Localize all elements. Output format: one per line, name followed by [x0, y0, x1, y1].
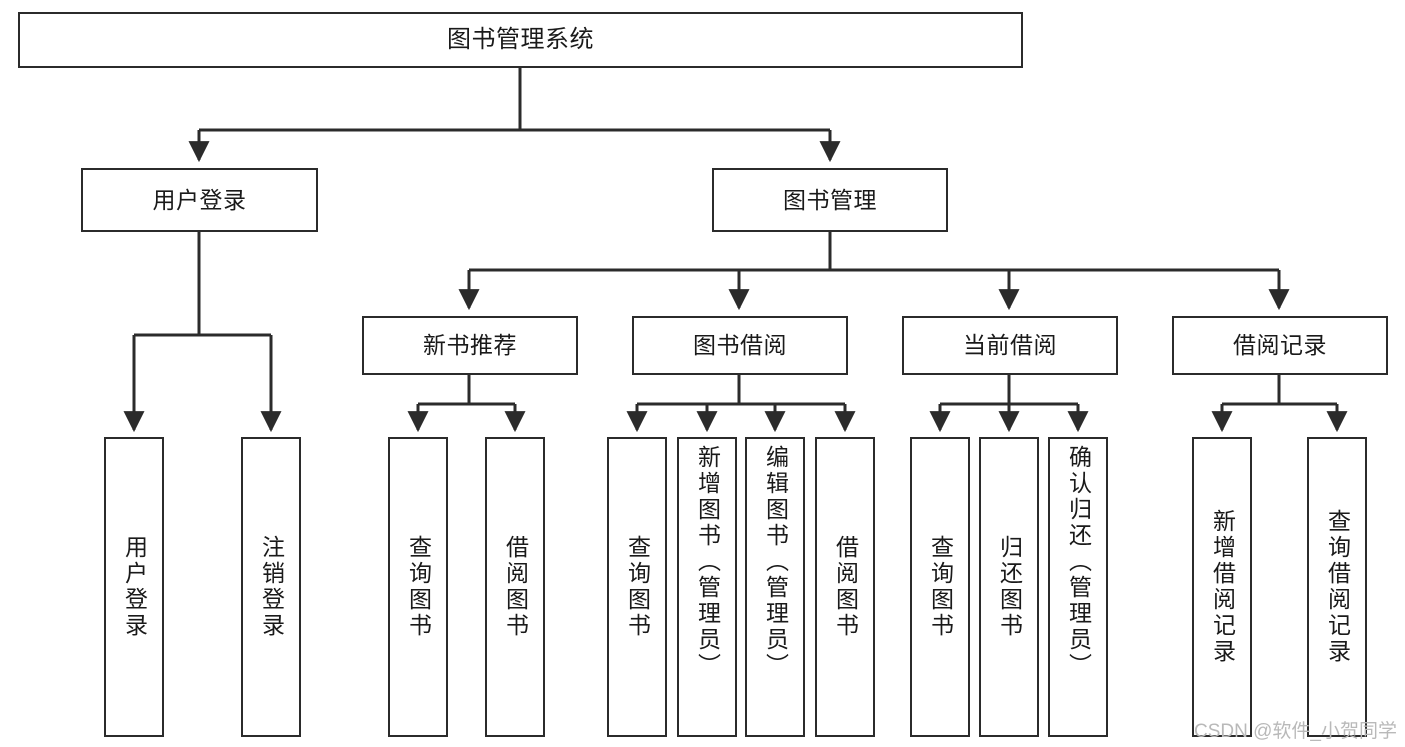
node-user-login-label: 用户登录 [152, 186, 247, 213]
leaf-current-borrow-query-label: 查询图书 [927, 535, 954, 639]
leaf-user-login-signin-label: 用户登录 [121, 535, 148, 639]
node-book-management[interactable]: 图书管理 [712, 168, 948, 232]
node-root-label: 图书管理系统 [447, 26, 594, 54]
node-current-borrow-label: 当前借阅 [963, 332, 1057, 359]
node-new-book-recommend-label: 新书推荐 [423, 332, 517, 359]
leaf-book-borrow-query-label: 查询图书 [624, 535, 651, 639]
leaf-book-borrow-add[interactable]: 新增图书（管理员） [677, 437, 737, 737]
leaf-book-borrow-add-label: 新增图书（管理员） [694, 445, 721, 679]
leaf-current-borrow-return[interactable]: 归还图书 [979, 437, 1039, 737]
leaf-borrow-record-add[interactable]: 新增借阅记录 [1192, 437, 1252, 737]
leaf-book-borrow-edit[interactable]: 编辑图书（管理员） [745, 437, 805, 737]
leaf-borrow-record-add-label: 新增借阅记录 [1209, 509, 1236, 665]
csdn-watermark: CSDN @软件_小贺同学 [1194, 721, 1397, 742]
leaf-borrow-record-query[interactable]: 查询借阅记录 [1307, 437, 1367, 737]
leaf-current-borrow-confirm[interactable]: 确认归还（管理员） [1048, 437, 1108, 737]
leaf-book-borrow-borrow-label: 借阅图书 [832, 535, 859, 639]
node-current-borrow[interactable]: 当前借阅 [902, 316, 1118, 375]
leaf-borrow-record-query-label: 查询借阅记录 [1324, 509, 1351, 665]
leaf-new-book-borrow[interactable]: 借阅图书 [485, 437, 545, 737]
leaf-new-book-query-label: 查询图书 [405, 535, 432, 639]
leaf-current-borrow-return-label: 归还图书 [996, 535, 1023, 639]
leaf-new-book-borrow-label: 借阅图书 [502, 535, 529, 639]
node-borrow-record-label: 借阅记录 [1233, 332, 1327, 359]
node-root[interactable]: 图书管理系统 [18, 12, 1023, 68]
node-new-book-recommend[interactable]: 新书推荐 [362, 316, 578, 375]
leaf-book-borrow-edit-label: 编辑图书（管理员） [762, 445, 789, 679]
leaf-book-borrow-borrow[interactable]: 借阅图书 [815, 437, 875, 737]
leaf-user-login-signin[interactable]: 用户登录 [104, 437, 164, 737]
node-book-borrow-label: 图书借阅 [693, 332, 787, 359]
node-user-login[interactable]: 用户登录 [81, 168, 318, 232]
leaf-user-login-signout[interactable]: 注销登录 [241, 437, 301, 737]
leaf-current-borrow-confirm-label: 确认归还（管理员） [1065, 445, 1092, 679]
leaf-book-borrow-query[interactable]: 查询图书 [607, 437, 667, 737]
leaf-new-book-query[interactable]: 查询图书 [388, 437, 448, 737]
leaf-current-borrow-query[interactable]: 查询图书 [910, 437, 970, 737]
leaf-user-login-signout-label: 注销登录 [258, 535, 285, 639]
node-book-management-label: 图书管理 [783, 186, 877, 213]
node-borrow-record[interactable]: 借阅记录 [1172, 316, 1388, 375]
node-book-borrow[interactable]: 图书借阅 [632, 316, 848, 375]
